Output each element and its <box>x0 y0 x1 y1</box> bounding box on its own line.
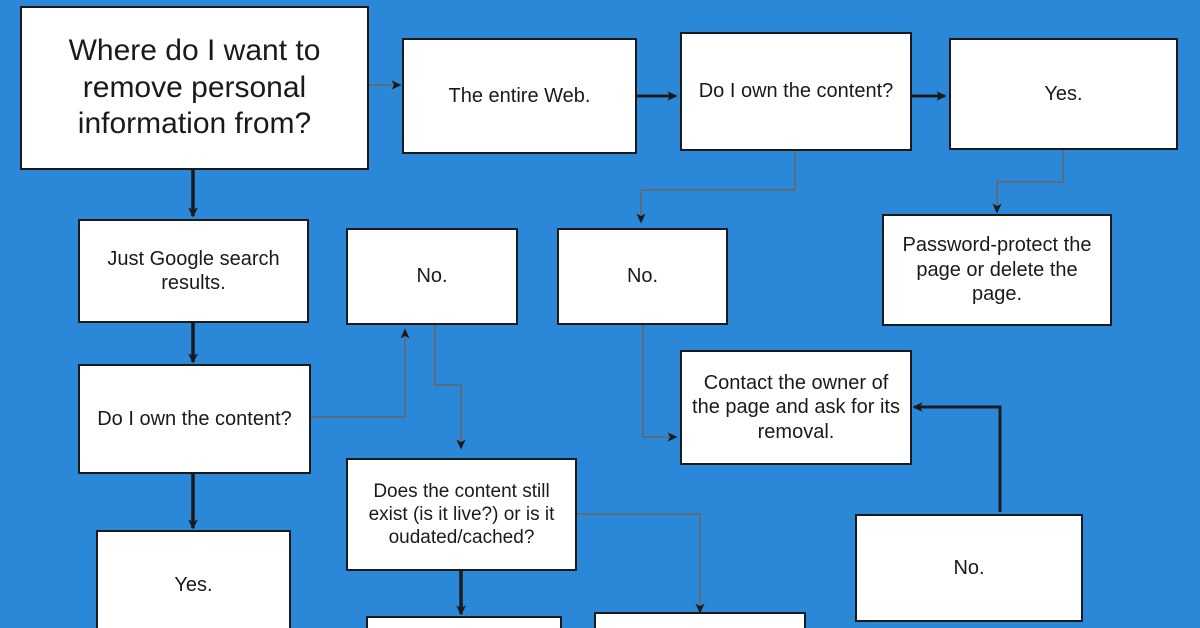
node-yes-top-label: Yes. <box>1044 82 1083 105</box>
node-cut-bottom-2[interactable] <box>594 612 806 628</box>
node-contact-label: Contact the owner of the page and ask fo… <box>692 371 900 443</box>
edge-own-left-to-no-mid-left <box>311 328 410 418</box>
node-own-top[interactable]: Do I own the content? <box>680 32 912 151</box>
node-root-label: Where do I want to remove personal infor… <box>68 34 321 141</box>
node-password-label: Password-protect the page or delete the … <box>902 234 1092 306</box>
node-cut-bottom-1[interactable] <box>366 616 562 628</box>
node-own-left[interactable]: Do I own the content? <box>78 364 311 474</box>
node-yes-bottom-label: Yes. <box>174 573 213 596</box>
node-still-exist-label: Does the content still exist (is it live… <box>368 480 555 549</box>
node-contact[interactable]: Contact the owner of the page and ask fo… <box>680 350 912 465</box>
edge-no-mid-to-contact <box>642 325 678 442</box>
edge-no-mid-left-to-still-exist <box>434 325 466 450</box>
node-no-mid-left[interactable]: No. <box>346 228 518 325</box>
node-entire-web-label: The entire Web. <box>448 84 591 107</box>
node-root[interactable]: Where do I want to remove personal infor… <box>20 6 369 170</box>
node-entire-web[interactable]: The entire Web. <box>402 38 637 154</box>
node-google-only[interactable]: Just Google search results. <box>78 219 309 323</box>
edge-own-top-to-no-mid <box>636 151 796 224</box>
edge-no-bottom-right-to-contact <box>912 402 1002 512</box>
node-still-exist[interactable]: Does the content still exist (is it live… <box>346 458 577 571</box>
node-google-only-label: Just Google search results. <box>107 247 280 294</box>
node-password[interactable]: Password-protect the page or delete the … <box>882 214 1112 326</box>
node-no-mid-left-label: No. <box>416 265 448 288</box>
node-no-bottom-right[interactable]: No. <box>855 514 1083 622</box>
node-own-top-label: Do I own the content? <box>698 80 894 103</box>
node-no-mid[interactable]: No. <box>557 228 728 325</box>
node-yes-top[interactable]: Yes. <box>949 38 1178 150</box>
edge-yes-top-to-password <box>992 150 1064 214</box>
node-no-bottom-right-label: No. <box>953 556 985 579</box>
edge-still-exist-to-cut-bottom-2 <box>577 513 705 614</box>
node-yes-bottom[interactable]: Yes. <box>96 530 291 628</box>
node-no-mid-label: No. <box>626 265 659 288</box>
node-own-left-label: Do I own the content? <box>97 407 292 430</box>
